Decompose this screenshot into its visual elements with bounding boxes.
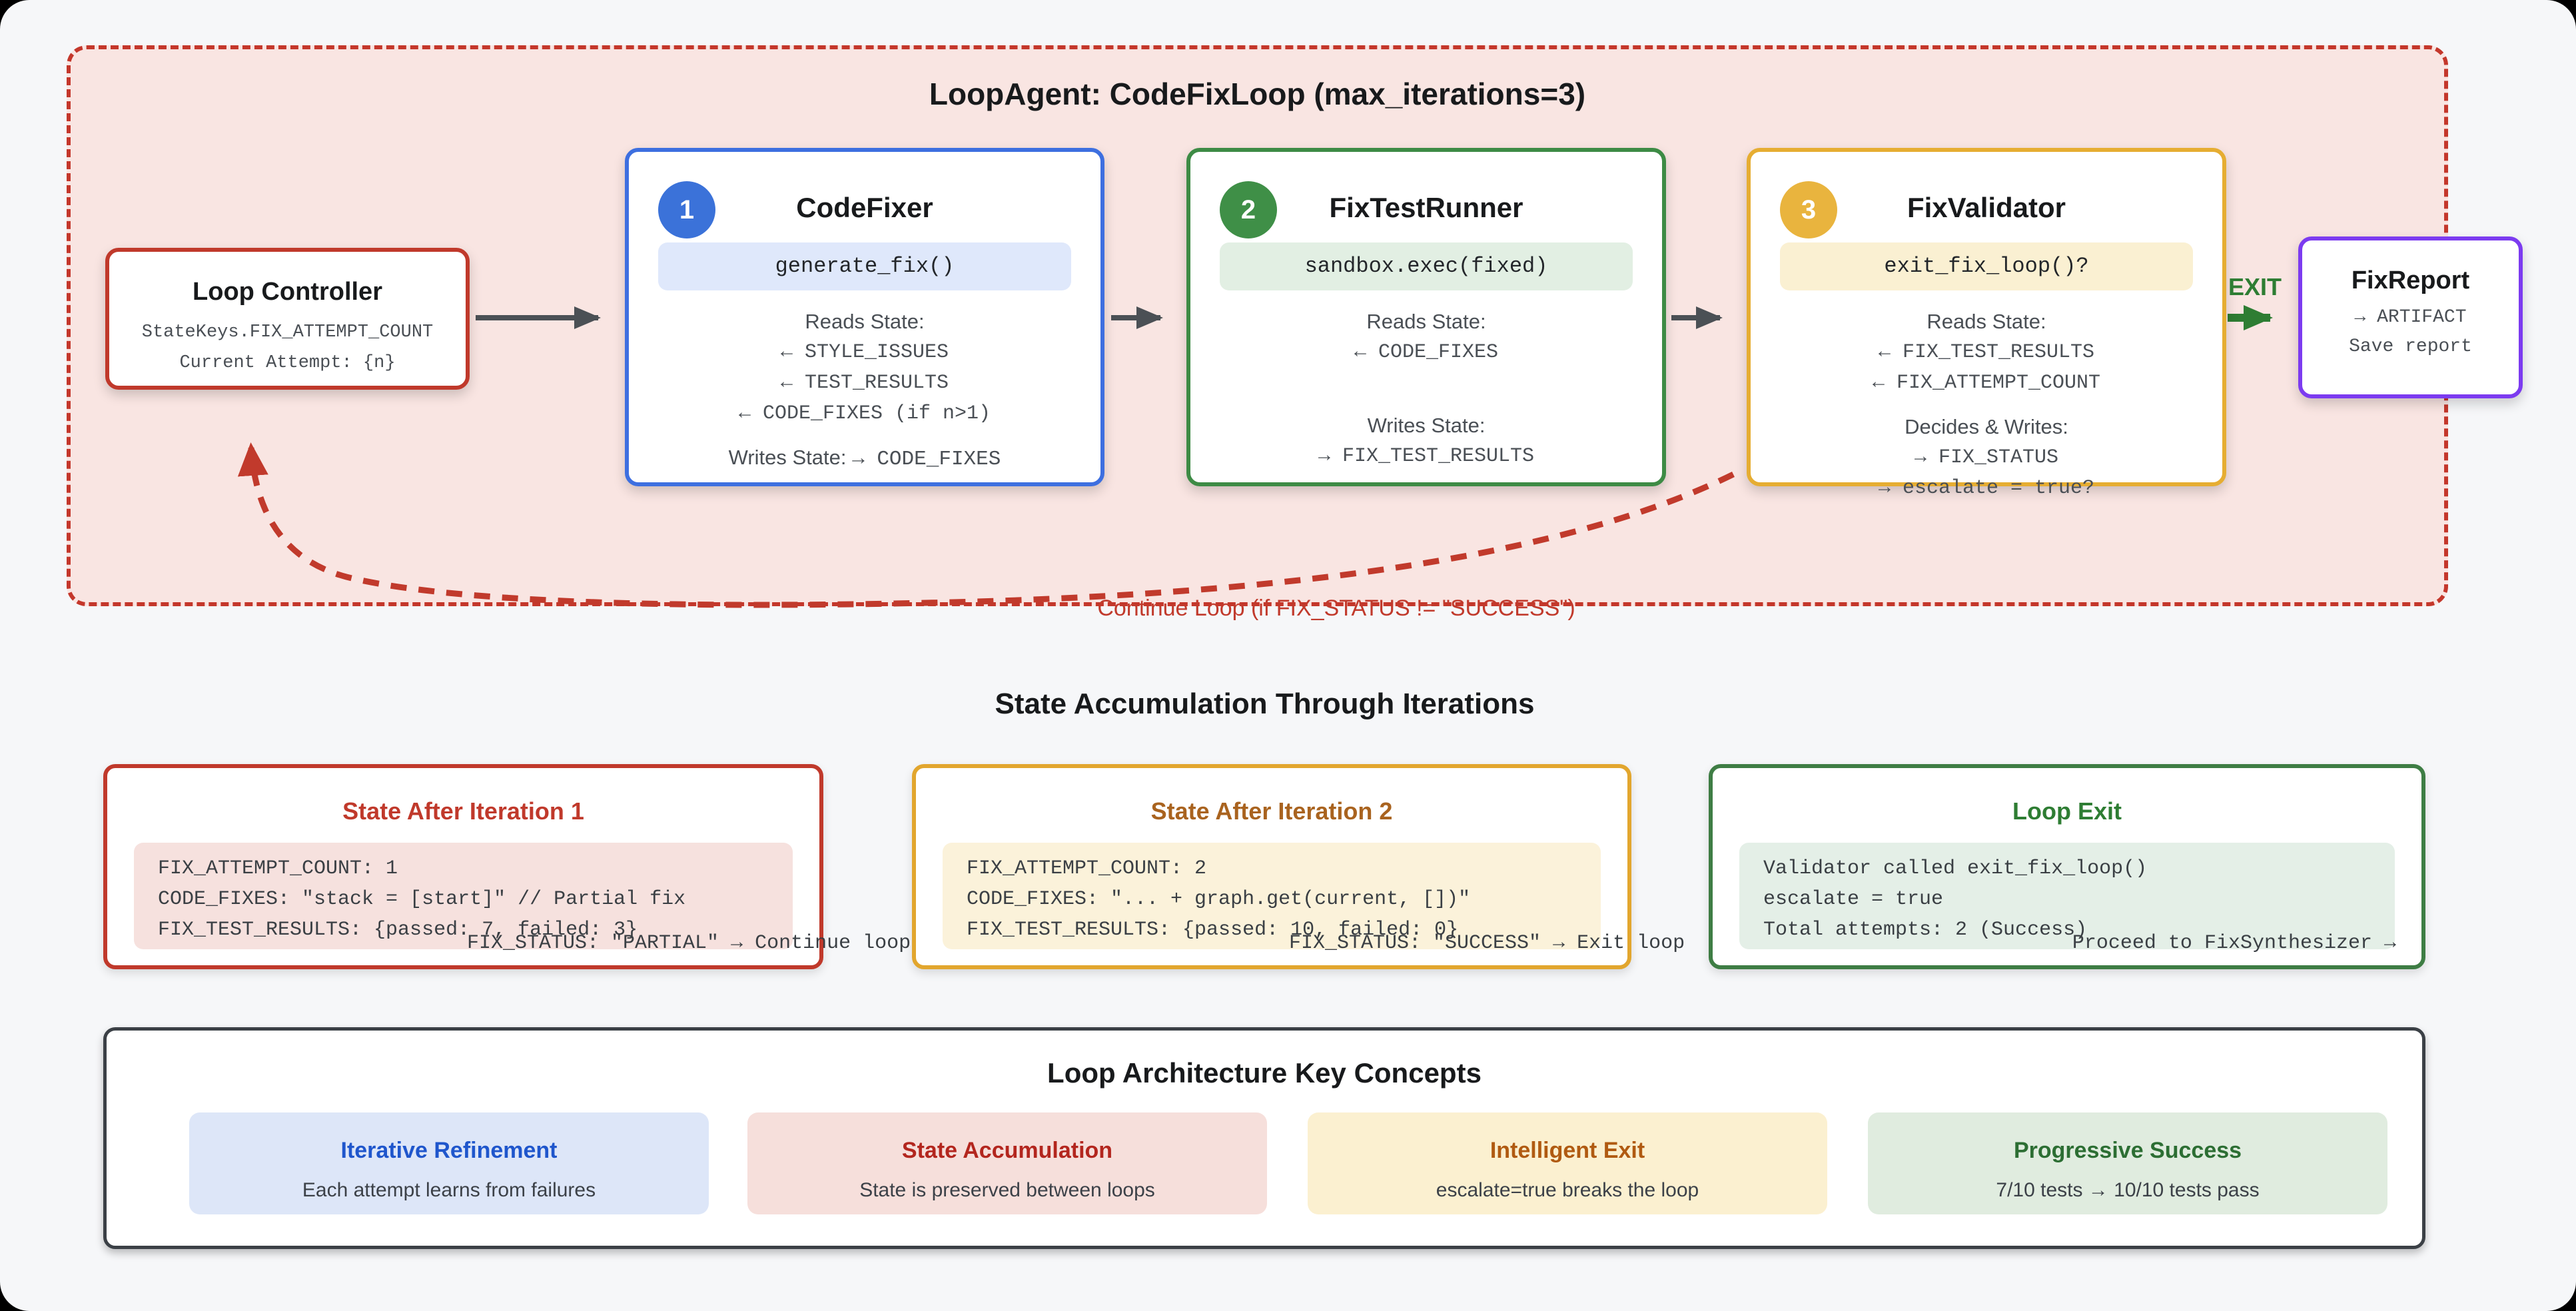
controller-state-key: StateKeys.FIX_ATTEMPT_COUNT [141,322,434,342]
state-iteration-2-footer: FIX_STATUS: "SUCCESS" → Exit loop [1289,932,1685,955]
loop-controller-title: Loop Controller [193,278,382,306]
loop-exit-footer: Proceed to FixSynthesizer → [2072,932,2396,955]
code-line: Validator called exit_fix_loop() [1763,857,2148,880]
code-line: CODE_FIXES: "stack = [start]" // Partial… [158,888,686,911]
agent-codefixer-title: CodeFixer [796,192,933,223]
loop-title: LoopAgent: CodeFixLoop (max_iterations=3… [929,77,1586,111]
key-concepts-title: Loop Architecture Key Concepts [1047,1057,1482,1089]
fixreport-title: FixReport [2351,266,2470,294]
concept-title: Intelligent Exit [1490,1138,1645,1163]
concept-text: Each attempt learns from failures [302,1179,596,1201]
state-section-title: State Accumulation Through Iterations [995,687,1535,720]
state-iteration-2-title: State After Iteration 2 [1150,797,1393,825]
loop-controller-box: Loop Controller StateKeys.FIX_ATTEMPT_CO… [105,248,470,390]
writes-state-label: Writes State: [728,446,847,469]
agent-codefixer-box: 1 CodeFixer generate_fix() Reads State: … [625,148,1104,486]
fixreport-box: FixReport → ARTIFACT Save report [2298,236,2523,398]
agent-fixtestrunner-title: FixTestRunner [1329,192,1523,223]
fixvalidator-code-pill: exit_fix_loop()? [1780,242,2193,290]
concept-text: State is preserved between loops [859,1179,1155,1201]
fixtestrunner-code-pill: sandbox.exec(fixed) [1220,242,1633,290]
agent-fixvalidator-box: 3 FixValidator exit_fix_loop()? Reads St… [1747,148,2226,500]
fixreport-save: Save report [2349,336,2472,357]
concept-title: Iterative Refinement [340,1138,558,1163]
writes-item: → FIX_STATUS [1914,446,2059,469]
fixvalidator-state-lines: Reads State: ← FIX_TEST_RESULTS ← FIX_AT… [1751,306,2222,504]
reads-state-label: Reads State: [805,310,925,333]
state-iteration-1-title: State After Iteration 1 [342,797,584,825]
exit-label: EXIT [2228,273,2282,300]
concept-state-accumulation: State Accumulation State is preserved be… [747,1112,1267,1214]
writes-state-label: Writes State: [1367,414,1486,437]
fixtestrunner-state-lines: Reads State: ← CODE_FIXES Writes State: … [1190,306,1662,472]
fixreport-artifact: → ARTIFACT [2354,307,2467,328]
loop-exit-box: Loop Exit Validator called exit_fix_loop… [1709,764,2425,969]
code-line: escalate = true [1763,888,1944,911]
reads-item: ← STYLE_ISSUES [780,341,949,364]
codefixer-state-lines: Reads State: ← STYLE_ISSUES ← TEST_RESUL… [629,306,1100,475]
continue-loop-label: Continue Loop (if FIX_STATUS != "SUCCESS… [1097,596,1575,621]
concept-text: escalate=true breaks the loop [1436,1179,1699,1201]
code-line: FIX_TEST_RESULTS: {passed: 10, failed: 0… [967,919,1459,941]
key-concepts-container: Loop Architecture Key Concepts Iterative… [103,1027,2425,1249]
state-iteration-1-footer: FIX_STATUS: "PARTIAL" → Continue loop [467,932,911,955]
concept-text: 7/10 tests → 10/10 tests pass [1996,1179,2260,1201]
reads-item: ← CODE_FIXES [1354,341,1499,364]
codefixer-code-pill: generate_fix() [658,242,1071,290]
loop-controller-lines: StateKeys.FIX_ATTEMPT_COUNT Current Atte… [109,317,466,378]
writes-item: → CODE_FIXES [852,448,1001,471]
concept-title: State Accumulation [901,1138,1113,1163]
code-line: Total attempts: 2 (Success) [1763,919,2088,941]
step-1-badge: 1 [658,181,715,238]
writes-state-line: Writes State: → CODE_FIXES [629,442,1100,475]
code-line: FIX_ATTEMPT_COUNT: 1 [158,857,398,880]
writes-item: → escalate = true? [1878,477,2095,500]
spacer [1190,368,1662,410]
fixreport-lines: → ARTIFACT Save report [2302,303,2519,362]
code-line: CODE_FIXES: "... + graph.get(current, []… [967,888,1471,911]
reads-state-label: Reads State: [1927,310,2046,333]
state-iteration-2-code: FIX_ATTEMPT_COUNT: 2 CODE_FIXES: "... + … [943,843,1601,949]
step-3-badge: 3 [1780,181,1837,238]
decides-writes-label: Decides & Writes: [1905,415,2068,438]
code-line: FIX_TEST_RESULTS: {passed: 7, failed: 3} [158,919,638,941]
code-line: FIX_ATTEMPT_COUNT: 2 [967,857,1207,880]
state-iteration-2-box: State After Iteration 2 FIX_ATTEMPT_COUN… [912,764,1685,969]
reads-item: ← FIX_ATTEMPT_COUNT [1872,372,2101,394]
reads-state-label: Reads State: [1366,310,1486,333]
agent-fixtestrunner-box: 2 FixTestRunner sandbox.exec(fixed) Read… [1186,148,1666,486]
step-2-badge: 2 [1220,181,1277,238]
state-iteration-1-box: State After Iteration 1 FIX_ATTEMPT_COUN… [103,764,911,969]
state-iteration-1-code: FIX_ATTEMPT_COUNT: 1 CODE_FIXES: "stack … [134,843,793,949]
concept-title: Progressive Success [2013,1138,2242,1163]
concept-progressive-success: Progressive Success 7/10 tests → 10/10 t… [1868,1112,2387,1214]
reads-item: ← CODE_FIXES (if n>1) [738,402,991,425]
loop-exit-code: Validator called exit_fix_loop() escalat… [1739,843,2395,949]
loop-exit-title: Loop Exit [2012,797,2122,825]
controller-attempt: Current Attempt: {n} [179,353,396,373]
agent-fixvalidator-title: FixValidator [1907,192,2066,223]
reads-item: ← FIX_TEST_RESULTS [1878,341,2095,364]
writes-item: → FIX_TEST_RESULTS [1318,445,1535,468]
reads-item: ← TEST_RESULTS [780,372,949,394]
concept-intelligent-exit: Intelligent Exit escalate=true breaks th… [1308,1112,1827,1214]
concept-iterative-refinement: Iterative Refinement Each attempt learns… [189,1112,709,1214]
